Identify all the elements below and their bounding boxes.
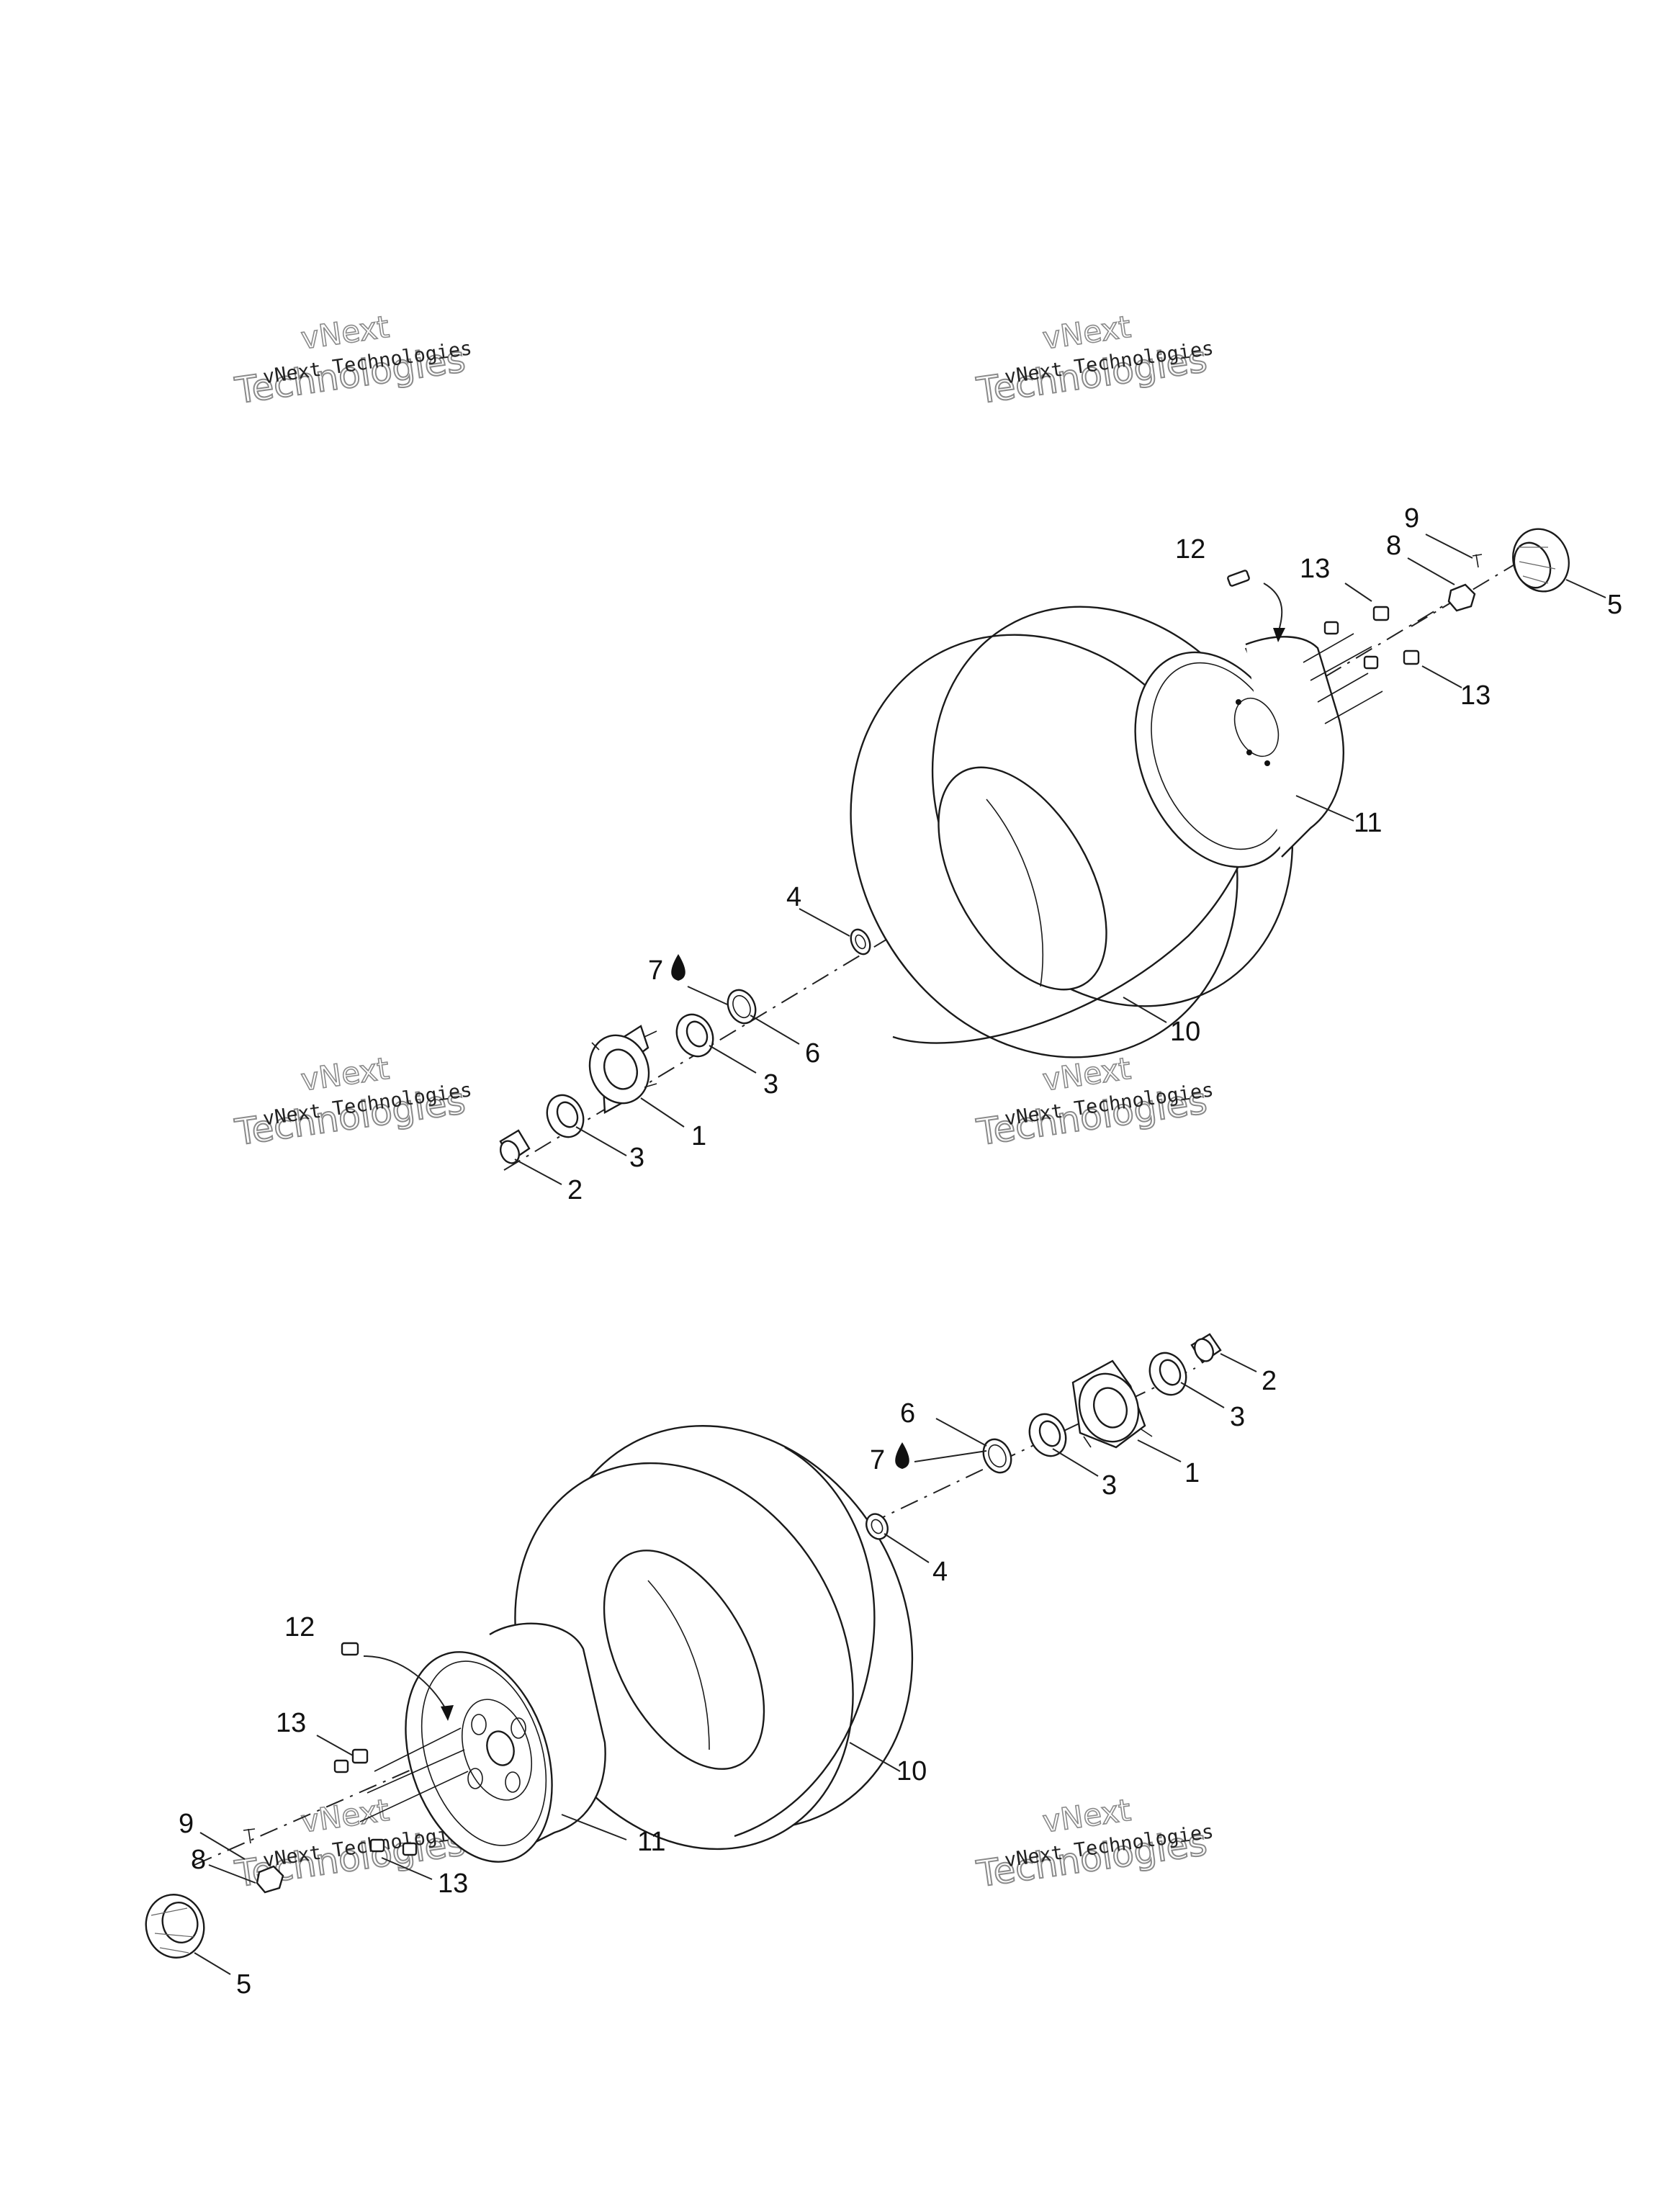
upper-rim [1134, 633, 1383, 868]
lower-valve-bolt [341, 1642, 454, 1721]
watermark-top-left: Technologies vNext vNext Technologies [232, 308, 474, 413]
lower-callout-6: 6 [900, 1398, 915, 1429]
lower-grease-drop-icon [895, 1442, 909, 1469]
svg-text:vNext: vNext [1040, 1792, 1133, 1840]
upper-callout-1: 1 [691, 1121, 706, 1151]
upper-callout-4: 4 [786, 882, 801, 912]
upper-seal-ring [727, 989, 757, 1025]
svg-text:vNext: vNext [299, 1051, 391, 1098]
upper-callout-12: 12 [1175, 534, 1205, 565]
upper-callout-3b: 3 [629, 1143, 644, 1173]
upper-spacer [850, 928, 871, 956]
upper-axle-nut [1447, 554, 1483, 612]
upper-bearing-outer [675, 1013, 714, 1058]
svg-text:vNext: vNext [299, 1792, 391, 1840]
lower-callout-3a: 3 [1230, 1402, 1245, 1432]
lower-callout-13a: 13 [276, 1708, 306, 1738]
upper-callout-5: 5 [1607, 590, 1622, 620]
upper-grease-drop-icon [671, 954, 685, 981]
upper-callout-13b: 13 [1460, 680, 1491, 711]
upper-callout-2: 2 [567, 1175, 583, 1205]
upper-callout-7: 7 [648, 956, 663, 986]
watermark-top-right: Technologies vNext vNext Technologies [974, 308, 1215, 413]
lower-hub-cap [145, 1894, 205, 1959]
lower-axle-nut [243, 1828, 284, 1894]
lower-lug-nuts [333, 1748, 418, 1856]
lower-hub [1071, 1359, 1153, 1449]
upper-callout-6: 6 [805, 1038, 820, 1069]
lower-callout-11: 11 [637, 1827, 665, 1857]
lower-callout-10: 10 [896, 1756, 927, 1786]
lower-callout-2: 2 [1262, 1366, 1277, 1396]
lower-wheel-assembly: 1 2 3 3 4 5 6 7 8 9 10 11 12 13 13 [145, 1333, 1277, 2000]
lower-dust-cap [1190, 1333, 1222, 1364]
upper-dust-cap [499, 1129, 531, 1164]
lower-callout-9: 9 [179, 1809, 194, 1839]
upper-callout-8: 8 [1386, 531, 1401, 561]
upper-hub-cap [1512, 528, 1570, 593]
lower-spacer [866, 1513, 889, 1540]
svg-text:vNext: vNext [299, 309, 391, 356]
upper-leader-lines [514, 534, 1606, 1185]
lower-callout-5: 5 [236, 1969, 251, 2000]
svg-text:vNext: vNext [1040, 309, 1133, 356]
watermark-mid-left: Technologies vNext vNext Technologies [232, 1050, 474, 1154]
lower-callout-4: 4 [932, 1557, 948, 1587]
upper-callout-10: 10 [1170, 1017, 1200, 1047]
upper-callout-13a: 13 [1300, 554, 1330, 584]
upper-wheel-assembly: 1 2 3 3 4 5 6 7 8 9 10 11 12 13 13 [499, 503, 1622, 1205]
upper-callout-9: 9 [1404, 503, 1419, 534]
lower-callout-8: 8 [191, 1845, 206, 1875]
upper-valve-bolt [1227, 570, 1285, 642]
lower-bearing-outer [1028, 1413, 1067, 1457]
lower-callout-3b: 3 [1102, 1470, 1117, 1501]
upper-callout-3a: 3 [763, 1069, 778, 1100]
upper-bearing-inner [546, 1094, 585, 1138]
upper-callout-11: 11 [1354, 808, 1382, 838]
lower-callout-13b: 13 [438, 1869, 468, 1899]
upper-lug-nuts [1323, 606, 1420, 670]
lower-callout-7: 7 [870, 1445, 885, 1475]
lower-leader-lines [194, 1353, 1257, 1975]
lower-callout-12: 12 [284, 1612, 315, 1642]
lower-seal-ring [982, 1438, 1012, 1474]
lower-callout-1: 1 [1184, 1458, 1200, 1488]
upper-hub [588, 1025, 657, 1114]
lower-bearing-inner [1148, 1352, 1187, 1396]
watermark-bottom-right: Technologies vNext vNext Technologies [974, 1791, 1215, 1896]
